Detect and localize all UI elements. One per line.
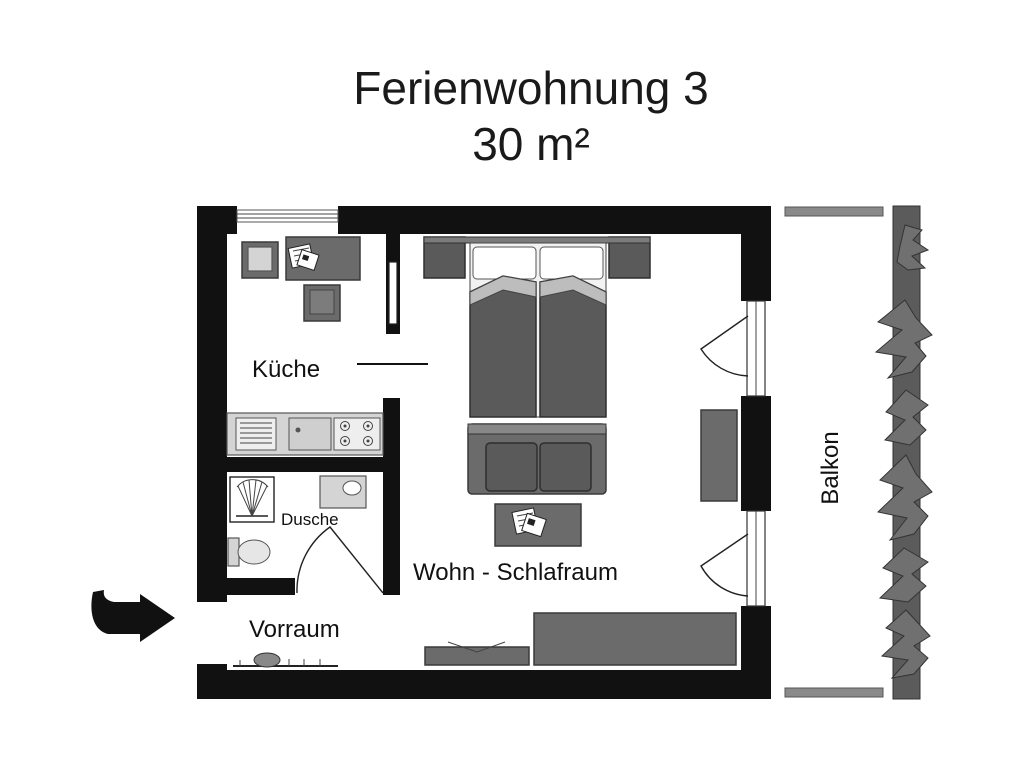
walls [197, 206, 771, 699]
shower-icon [229, 476, 275, 523]
plan-area: 30 m² [472, 118, 590, 170]
toilet-icon [227, 537, 271, 567]
washbasin-icon [319, 475, 367, 509]
plant-icon [874, 224, 933, 679]
stove-icon [333, 417, 381, 451]
sink-icon [235, 417, 332, 451]
room-label-balcony: Balkon [817, 431, 844, 504]
balcony-doors [700, 300, 766, 607]
kitchen-window [236, 209, 339, 223]
coat-rack [233, 652, 338, 668]
coffee-table [494, 503, 582, 547]
newspaper-icon [287, 243, 320, 272]
bathroom [227, 475, 384, 594]
room-label-living: Wohn - Schlafraum [413, 559, 618, 586]
balcony [784, 205, 921, 700]
newspaper-icon [511, 507, 547, 538]
room-label-hall: Vorraum [249, 616, 340, 643]
kitchen [226, 236, 428, 456]
bed-area [423, 236, 651, 418]
sofa [467, 423, 607, 495]
wardrobe [424, 612, 737, 666]
room-label-shower: Dusche [281, 510, 339, 529]
entrance-arrow-icon [91, 590, 175, 642]
tv-cabinet [700, 409, 738, 502]
room-label-kitchen: Küche [252, 356, 320, 383]
plan-title: Ferienwohnung 3 [353, 62, 708, 114]
